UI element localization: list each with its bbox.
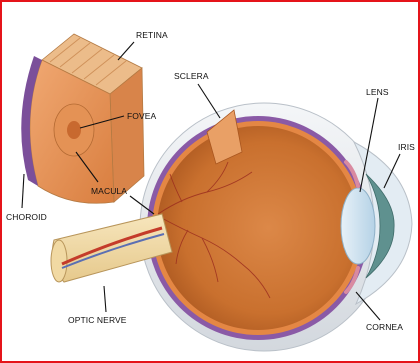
eyeball [140,103,412,351]
leader-retina [118,42,134,60]
retina-detail-block [21,34,144,203]
fovea-center [67,121,81,139]
label-choroid: CHOROID [6,212,47,222]
label-retina: RETINA [136,30,168,40]
label-iris: IRIS [398,142,415,152]
lens-shape [341,188,375,264]
leader-sclera [198,84,220,118]
leader-optic-nerve [104,286,106,312]
label-macula: MACULA [91,186,127,196]
label-sclera: SCLERA [174,71,209,81]
leader-choroid [22,174,24,208]
label-optic-nerve: OPTIC NERVE [68,315,127,325]
vitreous-body [157,126,359,330]
label-cornea: CORNEA [366,322,403,332]
label-fovea: FOVEA [127,111,157,121]
optic-nerve-end [51,240,67,282]
label-lens: LENS [366,87,389,97]
